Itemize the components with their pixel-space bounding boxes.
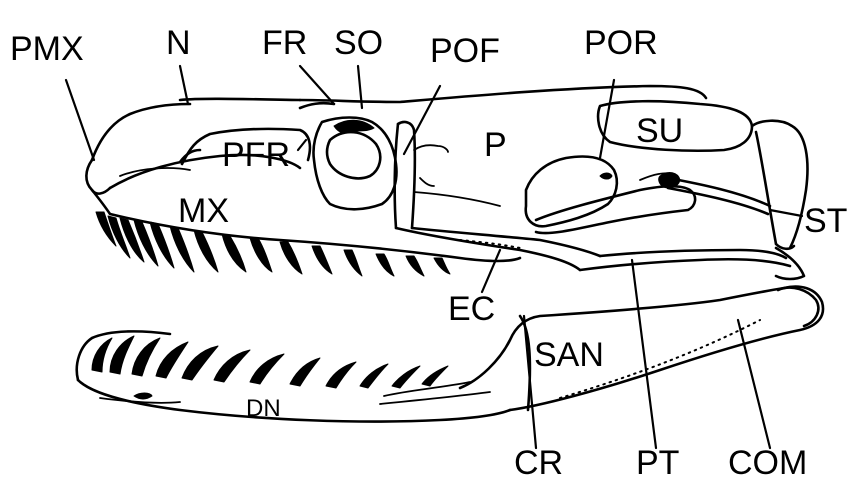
label-fr: FR [262,24,307,62]
leader-lines [66,66,802,448]
dentary-teeth [92,336,448,388]
label-n: N [166,24,191,62]
leader-pmx [66,80,94,160]
cranium-outline [86,86,807,279]
label-dn: DN [246,395,281,422]
label-pt: PT [636,444,679,478]
leader-ec [482,250,500,292]
label-su: SU [636,112,683,150]
leader-fr [300,66,334,104]
label-pfr: PFR [222,136,290,174]
label-so: SO [334,24,383,62]
label-mx: MX [178,192,229,230]
label-st: ST [804,202,847,240]
label-cr: CR [514,444,563,478]
label-p: P [484,126,507,164]
label-pof: POF [430,32,500,70]
leader-pfr [298,140,306,150]
leader-st [770,210,802,216]
leader-por [600,80,614,158]
label-pmx: PMX [10,30,84,68]
label-com: COM [728,444,807,478]
label-san: SAN [534,336,604,374]
label-por: POR [584,24,658,62]
leader-pof [404,86,440,154]
label-ec: EC [448,290,495,328]
leader-pt [632,260,656,448]
leader-n [180,66,188,104]
